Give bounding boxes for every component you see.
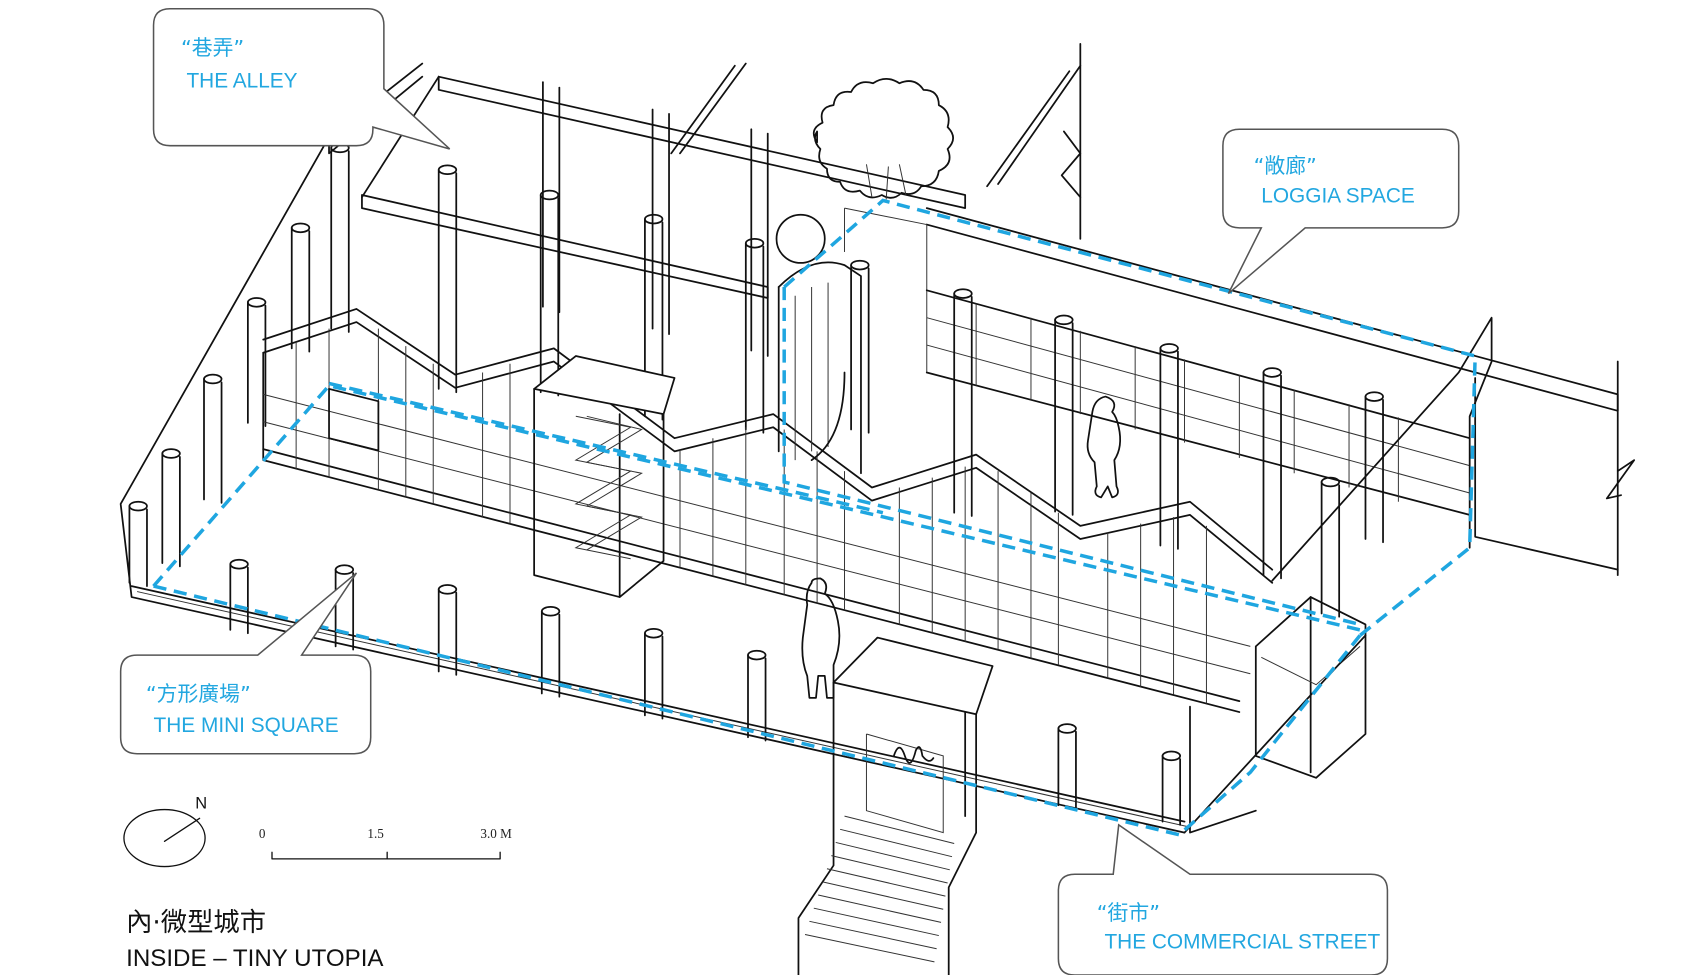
front-columns bbox=[229, 558, 1182, 826]
scissor-lift-kiosk bbox=[533, 355, 676, 598]
tree-icon bbox=[812, 78, 954, 200]
title-english: INSIDE – TINY UTOPIA bbox=[126, 945, 384, 972]
callout-loggia: “敞廊” LOGGIA SPACE bbox=[1222, 128, 1460, 295]
building-structure bbox=[328, 42, 1636, 577]
mini-square-label-cn: “方形廣場” bbox=[146, 682, 251, 706]
alley-label-en: THE ALLEY bbox=[186, 70, 297, 93]
drawing-title: 內·微型城市 INSIDE – TINY UTOPIA bbox=[126, 908, 384, 972]
zigzag-shelf-wall bbox=[262, 308, 1274, 713]
north-arrow: N bbox=[123, 794, 207, 868]
loggia-shelving bbox=[925, 289, 1471, 516]
loggia-label-cn: “敞廊” bbox=[1254, 154, 1317, 178]
callout-alley: “巷弄” THE ALLEY bbox=[152, 7, 451, 150]
human-figure-icon bbox=[801, 395, 1122, 699]
north-label: N bbox=[195, 794, 207, 812]
mini-square-label-en: THE MINI SQUARE bbox=[154, 714, 339, 737]
entrance-stair bbox=[797, 636, 994, 975]
commercial-street-label-cn: “街市” bbox=[1097, 901, 1160, 925]
alley-label-cn: “巷弄” bbox=[181, 36, 244, 60]
title-chinese: 內·微型城市 bbox=[126, 908, 266, 938]
commercial-street-label-en: THE COMMERCIAL STREET bbox=[1104, 931, 1380, 954]
columns bbox=[128, 142, 1384, 618]
callout-mini-square: “方形廣場” THE MINI SQUARE bbox=[119, 572, 372, 755]
scale-tick-1-5: 1.5 bbox=[367, 826, 384, 841]
callout-commercial-street: “街市” THE COMMERCIAL STREET bbox=[1057, 823, 1389, 975]
zone-outlines bbox=[152, 198, 1477, 837]
scale-bar: 0 1.5 3.0 M bbox=[259, 826, 512, 860]
scale-tick-3-0: 3.0 M bbox=[480, 826, 512, 841]
loggia-label-en: LOGGIA SPACE bbox=[1261, 185, 1415, 208]
curved-shelf bbox=[775, 213, 862, 475]
scale-tick-0: 0 bbox=[259, 826, 266, 841]
vitrine bbox=[1189, 316, 1493, 834]
